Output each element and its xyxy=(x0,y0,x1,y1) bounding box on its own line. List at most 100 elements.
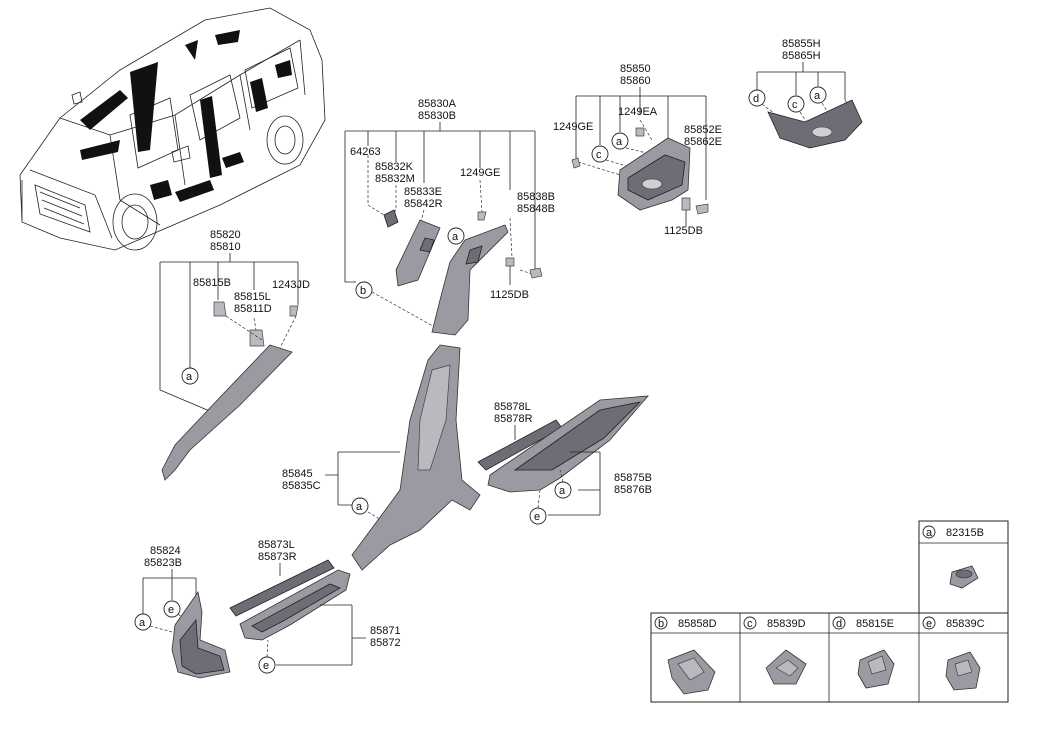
group-85873: 85873L 85873R 85871 85872 e xyxy=(229,539,401,674)
group-85830: 85830A 85830B 64263 85832K 85832M 85833E… xyxy=(344,98,555,336)
label-85862e: 85862E xyxy=(684,136,722,148)
callout-a-85855 xyxy=(809,86,827,104)
part-85852 xyxy=(695,203,709,215)
label-85873l: 85873L xyxy=(258,539,295,551)
callout-a-text-5: a xyxy=(356,501,363,513)
callout-a-85820 xyxy=(181,367,199,385)
label-85811d: 85811D xyxy=(234,303,272,315)
part-85845-b-pillar xyxy=(351,344,481,571)
label-85824: 85824 xyxy=(150,545,181,557)
callout-d-85855 xyxy=(748,89,766,107)
legend-cell-b: b 85858D xyxy=(654,616,717,695)
callout-e-85824 xyxy=(163,600,181,618)
label-1125db-mid: 1125DB xyxy=(490,289,529,301)
part-85824-face xyxy=(179,618,225,675)
callout-a-text-6: a xyxy=(559,485,566,497)
label-85845: 85845 xyxy=(282,468,313,480)
label-85860: 85860 xyxy=(620,75,651,87)
callout-e-text: e xyxy=(534,511,540,523)
part-1249ge-right xyxy=(571,157,581,169)
part-85832 xyxy=(395,219,441,287)
group-85845: 85845 85835C a xyxy=(282,344,481,571)
label-85876b: 85876B xyxy=(614,484,652,496)
fastener-legend: a 82315B b 85858D c 85839D d 85815E xyxy=(650,520,1009,703)
part-85833 xyxy=(431,224,509,336)
label-1249ge-right: 1249GE xyxy=(553,121,593,133)
legend-b-letter: b xyxy=(658,618,664,630)
callout-a-text-3: a xyxy=(814,90,821,102)
part-1243jd xyxy=(289,305,299,317)
part-1125db-mid xyxy=(505,257,515,267)
legend-c-part: 85839D xyxy=(767,618,806,630)
label-85815b: 85815B xyxy=(193,277,231,289)
label-85810: 85810 xyxy=(210,241,241,253)
label-85878l: 85878L xyxy=(494,401,531,413)
label-1125db-right: 1125DB xyxy=(664,225,703,237)
legend-a-part: 82315B xyxy=(946,527,984,539)
label-85832m: 85832M xyxy=(375,173,415,185)
part-85833-opening xyxy=(465,245,483,265)
label-85878r: 85878R xyxy=(494,413,533,425)
callout-a-85845 xyxy=(351,497,369,515)
part-85815b xyxy=(213,301,227,317)
part-1125db-right xyxy=(681,197,691,211)
legend-d-letter: d xyxy=(836,618,842,630)
callout-a-85830 xyxy=(447,227,465,245)
part-85871-tread xyxy=(251,583,341,633)
legend-cell-d: d 85815E xyxy=(832,616,895,689)
callout-b-85830 xyxy=(355,281,373,299)
callout-a-85850 xyxy=(611,132,629,150)
legend-b-part: 85858D xyxy=(678,618,717,630)
label-85838b: 85838B xyxy=(517,191,555,203)
callout-a-text: a xyxy=(452,231,459,243)
callout-e-text-2: e xyxy=(168,604,174,616)
label-64263: 64263 xyxy=(350,146,381,158)
label-85865h: 85865H xyxy=(782,50,821,62)
callout-c-text-2: c xyxy=(792,99,798,111)
label-85842r: 85842R xyxy=(404,198,443,210)
legend-e-letter: e xyxy=(926,618,932,630)
part-85875-tread xyxy=(513,401,642,471)
callout-a-85824 xyxy=(134,613,152,631)
label-85815l: 85815L xyxy=(234,291,271,303)
legend-a-letter: a xyxy=(926,527,933,539)
part-85815l xyxy=(249,329,265,347)
callout-c-text: c xyxy=(596,149,602,161)
part-85820-a-pillar xyxy=(161,344,293,481)
part-85838 xyxy=(529,267,543,279)
legend-cell-c: c 85839D xyxy=(743,616,807,685)
label-85871: 85871 xyxy=(370,625,401,637)
label-85850: 85850 xyxy=(620,63,651,75)
callout-a-text-7: a xyxy=(139,617,146,629)
part-85873-strip xyxy=(229,559,335,617)
part-1249ge-mid xyxy=(477,211,487,221)
legend-d-part: 85815E xyxy=(856,618,894,630)
callout-b-text: b xyxy=(360,285,366,297)
part-1249ea xyxy=(635,127,645,137)
part-85845-inner xyxy=(417,364,451,471)
label-85875b: 85875B xyxy=(614,472,652,484)
label-85830b: 85830B xyxy=(418,110,456,122)
legend-cell-a: a 82315B xyxy=(922,525,984,589)
part-85855 xyxy=(767,99,863,149)
part-85850-face xyxy=(627,154,686,201)
legend-e-part: 85839C xyxy=(946,618,985,630)
callout-a-text-2: a xyxy=(616,136,623,148)
label-85872: 85872 xyxy=(370,637,401,649)
legend-cell-e: e 85839C xyxy=(922,616,985,691)
label-85820: 85820 xyxy=(210,229,241,241)
legend-c-letter: c xyxy=(747,618,753,630)
part-64263 xyxy=(383,209,399,228)
part-85832-opening xyxy=(419,237,435,253)
label-85848b: 85848B xyxy=(517,203,555,215)
label-1243jd: 1243JD xyxy=(272,279,310,291)
vehicle-illustration xyxy=(19,7,326,251)
label-1249ea: 1249EA xyxy=(618,106,658,118)
callout-a-text-4: a xyxy=(186,371,193,383)
callout-d-text: d xyxy=(753,93,759,105)
group-85820: 85820 85810 85815B 85815L 85811D 1243JD … xyxy=(159,229,310,481)
group-85850: 85850 85860 1249GE 1249EA 85852E 85862E … xyxy=(553,63,722,237)
callout-e-text-3: e xyxy=(263,660,269,672)
